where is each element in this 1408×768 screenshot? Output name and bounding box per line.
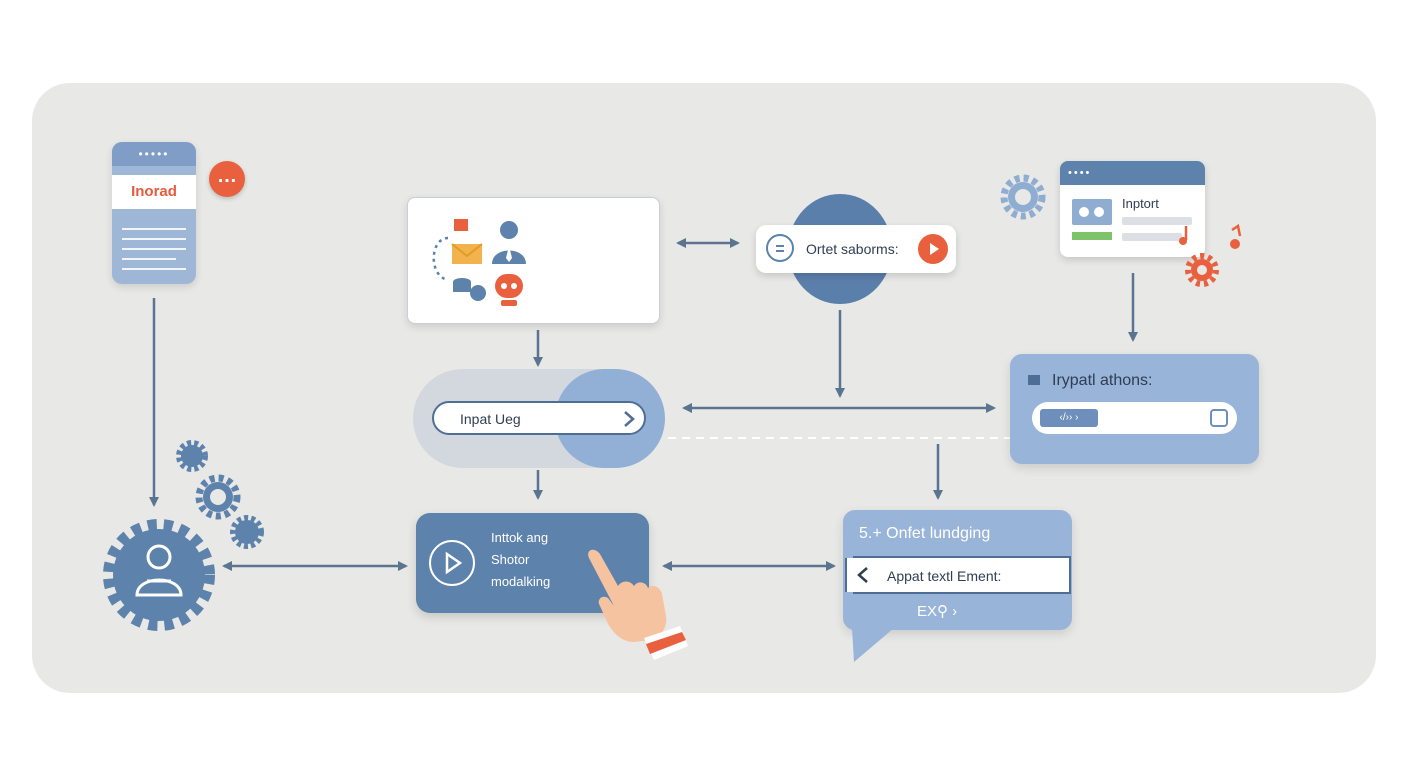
pointer-hand-icon [588,549,688,660]
robot-icon [495,274,523,306]
options-pill[interactable]: Ortet saborms: [756,225,956,273]
dialog-field-label: Appat textl Ement: [887,568,1002,584]
database-icon [453,278,486,301]
process-line: Inttok ang [491,530,549,545]
input-actions-title: Irypatl athons: [1052,372,1153,389]
window-dots: •••• [1060,161,1205,185]
code-chip: ‹/›› › [1040,409,1098,427]
gear-icon [176,440,208,472]
phone-dots: ••••• [112,142,196,166]
avatar-icon [1072,199,1112,225]
icon-card [407,197,660,324]
input-field-label: Inpat Ueg [460,411,521,427]
tag-icon [1028,375,1040,385]
dialog-tail [852,628,894,662]
placeholder-line [1122,233,1182,241]
menu-lines-icon [766,234,794,262]
gear-icon [230,515,264,549]
input-field[interactable]: Inpat Ueg [432,401,646,435]
play-icon [930,243,939,255]
phone-text-line [122,258,176,260]
gear-icon [195,474,241,520]
envelope-icon [451,243,483,264]
chat-square-icon [454,219,468,231]
input-actions-field[interactable]: ‹/›› › [1032,402,1237,434]
phone-text-line [122,238,186,240]
options-label: Ortet saborms: [806,241,899,257]
phone-text-line [122,268,186,270]
phone-text-line [122,248,186,250]
music-gear-icon [1179,223,1242,287]
input-card-label: Inptort [1122,196,1159,211]
phone-card: ••••• Inorad [112,142,196,284]
back-button[interactable] [845,558,881,592]
gear-cluster [103,440,264,631]
dialog-text-field[interactable]: Appat textl Ement: [853,556,1071,594]
user-icon [492,221,526,264]
gear-icon [1000,174,1046,220]
input-card-top-right: •••• Inptort [1060,161,1205,257]
checkbox[interactable] [1210,409,1228,427]
small-gear-icon [1185,253,1219,287]
icon-cluster [432,219,526,306]
chevron-right-icon [624,411,635,427]
process-line: modalking [491,574,551,589]
input-actions-panel: Irypatl athons: ‹/›› › [1010,354,1259,464]
music-note-icon [1179,223,1242,249]
process-line: Shotor [491,552,530,567]
chat-bubble-icon[interactable]: … [209,161,245,197]
dialog-panel: 5.+ Onfet lundging Appat textl Ement: EX… [843,510,1072,630]
phone-text-line [122,228,186,230]
chevron-left-icon [857,567,868,583]
dialog-footer[interactable]: EX⚲ › [917,603,958,620]
play-circle-icon [429,540,475,586]
status-bar-green [1072,232,1112,240]
dialog-title: 5.+ Onfet lundging [859,525,991,542]
user-gear-icon [103,519,215,631]
play-button[interactable] [918,234,948,264]
placeholder-line [1122,217,1192,225]
phone-title: Inorad [112,175,196,209]
play-icon [445,551,463,575]
